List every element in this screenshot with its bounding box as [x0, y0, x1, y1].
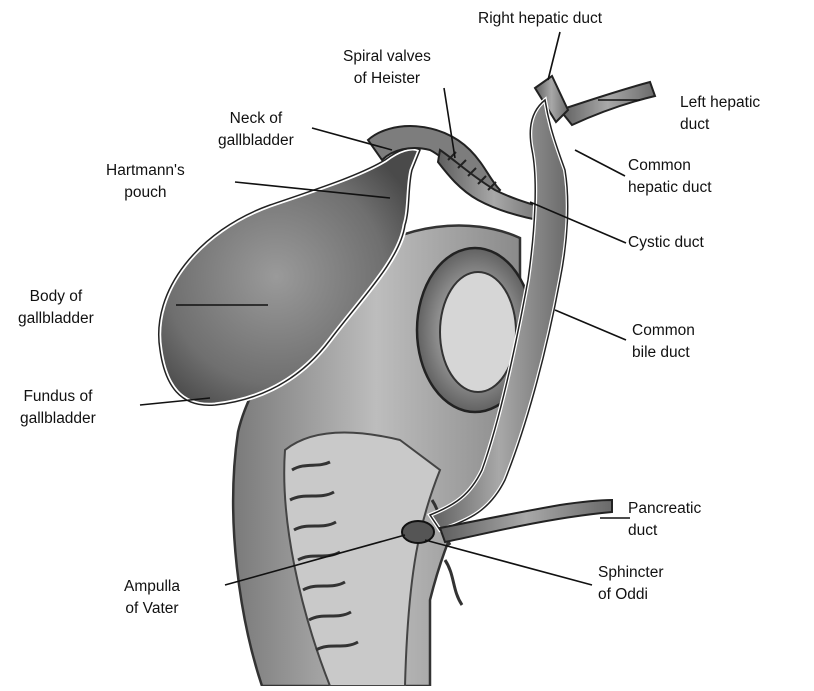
- label-spiral-valves: Spiral valves of Heister: [343, 46, 431, 90]
- label-fundus-of-gallbladder: Fundus of gallbladder: [20, 386, 96, 430]
- label-text: Fundus of: [20, 386, 96, 408]
- label-text: gallbladder: [218, 130, 294, 152]
- label-ampulla-of-vater: Ampulla of Vater: [124, 576, 180, 620]
- label-text: bile duct: [632, 342, 695, 364]
- left-hepatic-duct: [560, 82, 655, 125]
- label-text: gallbladder: [18, 308, 94, 330]
- label-text: Body of: [18, 286, 94, 308]
- label-text: Hartmann's: [106, 160, 185, 182]
- label-text: duct: [680, 114, 760, 136]
- label-text: Pancreatic: [628, 498, 701, 520]
- label-text: Neck of: [218, 108, 294, 130]
- label-text: gallbladder: [20, 408, 96, 430]
- label-text: Common: [628, 155, 712, 177]
- label-text: Ampulla: [124, 576, 180, 598]
- ampulla-of-vater: [402, 521, 434, 543]
- label-text: pouch: [106, 182, 185, 204]
- label-cystic-duct: Cystic duct: [628, 232, 704, 254]
- label-text: Left hepatic: [680, 92, 760, 114]
- label-body-of-gallbladder: Body of gallbladder: [18, 286, 94, 330]
- label-text: Common: [632, 320, 695, 342]
- label-common-hepatic-duct: Common hepatic duct: [628, 155, 712, 199]
- label-right-hepatic-duct: Right hepatic duct: [478, 8, 602, 30]
- label-common-bile-duct: Common bile duct: [632, 320, 695, 364]
- label-text: of Oddi: [598, 584, 663, 606]
- label-neck-of-gallbladder: Neck of gallbladder: [218, 108, 294, 152]
- label-text: Right hepatic duct: [478, 8, 602, 30]
- label-text: of Heister: [343, 68, 431, 90]
- duodenum-cross-section-lumen: [440, 272, 516, 392]
- label-text: of Vater: [124, 598, 180, 620]
- label-text: Spiral valves: [343, 46, 431, 68]
- label-text: Sphincter: [598, 562, 663, 584]
- label-hartmanns-pouch: Hartmann's pouch: [106, 160, 185, 204]
- label-left-hepatic-duct: Left hepatic duct: [680, 92, 760, 136]
- label-text: duct: [628, 520, 701, 542]
- label-sphincter-of-oddi: Sphincter of Oddi: [598, 562, 663, 606]
- label-text: hepatic duct: [628, 177, 712, 199]
- label-text: Cystic duct: [628, 232, 704, 254]
- label-pancreatic-duct: Pancreatic duct: [628, 498, 701, 542]
